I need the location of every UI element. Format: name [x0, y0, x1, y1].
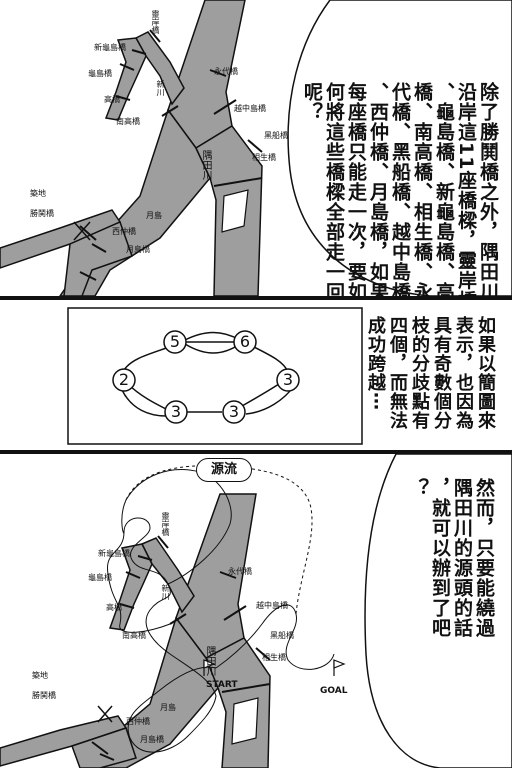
node-2 [112, 368, 136, 392]
node-3-left [164, 400, 188, 424]
label-tsukiji-2: 築地 [32, 671, 48, 680]
canal-upper-left [104, 37, 147, 121]
bridge-etchujima [213, 99, 237, 115]
text-col-9: 呢？ [301, 82, 323, 122]
label-aioi-2: 相生橋 [262, 653, 286, 662]
text-col-2: 沿岸這11座橋樑，靈岸橋 [455, 82, 477, 300]
label-tsukishima: 月島 [146, 211, 162, 220]
kachidoki-marker [73, 221, 91, 241]
label-shinkawa: 新川 [156, 80, 165, 96]
label-nishinaka: 西仲橋 [112, 227, 136, 236]
island-etchujima [221, 189, 249, 233]
p2-text-col-3: 具有奇數個分 [431, 316, 452, 430]
text-col-7: 每座橋只能走一次，要如 [345, 82, 367, 300]
source-outline [125, 465, 313, 615]
p3-text-col-1: 然而，只要能繞過 [473, 478, 495, 638]
river-map [0, 0, 512, 296]
goal-flag [333, 659, 346, 676]
node-label-5: 5 [169, 332, 181, 351]
label-shinkame-2: 新龜島橋 [98, 549, 130, 558]
node-3-right [276, 368, 300, 392]
label-sumida: 隅田川 [200, 150, 211, 180]
p3-text-col-3: ，就可以辦到了吧 [429, 478, 451, 638]
p2-text-col-2: 表示，也因為 [453, 316, 474, 430]
label-kame-2: 龜島橋 [88, 573, 112, 582]
p3-text-col-4: ？ [407, 478, 429, 498]
route-map [0, 454, 512, 768]
label-reigan-2: 靈岸橋 [161, 512, 170, 536]
node-3-mid [222, 400, 246, 424]
label-kachidoki-2: 勝鬨橋 [32, 691, 56, 700]
label-eitai-2: 永代橋 [228, 567, 252, 576]
bridge-eitai [209, 69, 227, 77]
node-label-3-mid: 3 [228, 402, 240, 421]
p2-text-col-5: 四個，而無法 [387, 316, 408, 430]
label-minamitaka-2: 南高橋 [122, 631, 146, 640]
node-label-6: 6 [239, 332, 251, 351]
speech-balloon-1 [287, 0, 512, 296]
panel-route-solution: 源流 START GOAL 靈岸橋 新龜島橋 龜島橋 高橋 新川 南高橋 永代橋… [0, 454, 512, 768]
panel-map-question: 靈岸橋 新龜島橋 龜島橋 高橋 新川 南高橋 永代橋 越中島橋 黑船橋 相生橋 … [0, 0, 512, 300]
p2-text-col-1: 如果以簡圖來 [475, 316, 496, 430]
label-kachidoki: 勝鬨橋 [30, 209, 54, 218]
label-etchujima-2: 越中島橋 [256, 601, 288, 610]
text-col-1: 除了勝鬨橋之外，隅田川 [477, 82, 499, 300]
label-eitai: 永代橋 [214, 67, 238, 76]
node-5 [163, 330, 187, 354]
node-label-3-right: 3 [282, 370, 294, 389]
label-tsukishima-bridge-2: 月島橋 [140, 735, 164, 744]
label-minamitaka: 南高橋 [116, 117, 140, 126]
label-kurofune-2: 黑船橋 [270, 631, 294, 640]
label-shinkame: 新龜島橋 [94, 43, 126, 52]
label-kame: 龜島橋 [88, 69, 112, 78]
node-label-3-left: 3 [170, 402, 182, 421]
edge-2-3l-b [121, 389, 167, 417]
p2-text-col-4: 枝的分歧點有 [409, 316, 430, 430]
bridge-kurofune [247, 139, 263, 153]
bridge-kame [119, 63, 135, 71]
goal-label: GOAL [320, 686, 348, 696]
label-taka: 高橋 [104, 95, 120, 104]
bridge-minamitaka [161, 105, 179, 117]
label-kurofune: 黑船橋 [264, 131, 288, 140]
label-reigan: 靈岸橋 [151, 10, 160, 34]
text-col-4: 橋、南高橋、相生橋、永 [411, 82, 433, 300]
speech-balloon-3 [364, 454, 512, 768]
label-shinkawa-2: 新川 [161, 584, 170, 600]
label-tsukiji: 築地 [30, 189, 46, 198]
label-sumida-2: 隅田川 [204, 646, 215, 676]
bridge-shinkame [131, 49, 147, 55]
bridge-reigan [149, 29, 161, 43]
text-col-8: 何將這些橋樑全部走一回 [323, 82, 345, 300]
label-aioi: 相生橋 [252, 153, 276, 162]
start-label: START [206, 680, 238, 690]
bridge-tsukishima [79, 271, 97, 281]
label-etchujima: 越中島橋 [234, 104, 266, 113]
bridge-nishinaka [91, 243, 107, 253]
source-label: 源流 [196, 458, 252, 482]
start-flag [203, 659, 216, 676]
p3-text-col-2: 隅田川的源頭的話 [451, 478, 473, 638]
canal-tsukishima [63, 220, 133, 296]
label-tsukishima-bridge: 月島橋 [126, 245, 150, 254]
text-col-6: 、西仲橋、月島橋，如果 [367, 82, 389, 300]
label-tsukishima-2: 月島 [160, 703, 176, 712]
node-label-2: 2 [118, 370, 130, 389]
p2-text-col-6: 成功跨越⋯ [365, 316, 386, 411]
bridge-kachidoki [79, 225, 97, 241]
graph-diagram [67, 307, 363, 445]
bridge-aioi [213, 177, 263, 187]
text-col-3: 、龜島橋、新龜島橋、高 [433, 82, 455, 300]
text-col-5: 代橋、黑船橋、越中島橋 [389, 82, 411, 300]
label-nishinaka-2: 西仲橋 [126, 717, 150, 726]
bridge-taka [115, 95, 131, 101]
label-taka-2: 高橋 [106, 603, 122, 612]
node-6 [233, 330, 257, 354]
canal-shinkawa [134, 31, 185, 106]
panel-graph: 5 6 2 3 3 3 如果以簡圖來 表示，也因為 具有奇數個分 枝的分歧點有 … [0, 300, 512, 454]
